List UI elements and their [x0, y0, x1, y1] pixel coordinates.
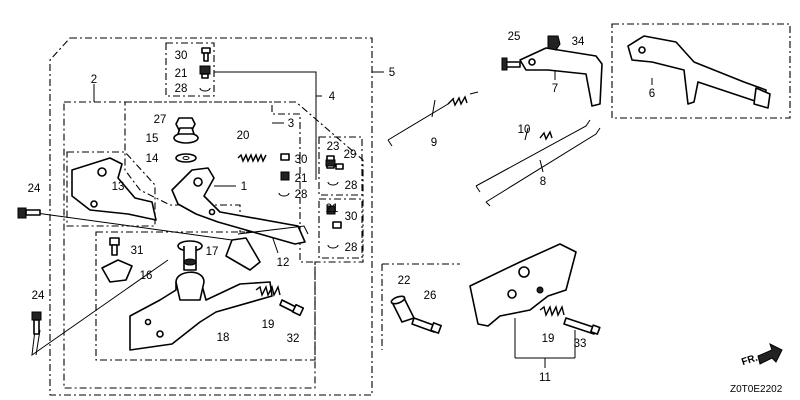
part-7-bracket — [519, 47, 603, 107]
callout-9: 9 — [431, 137, 437, 149]
callout-13: 13 — [112, 181, 125, 193]
callout-10: 10 — [518, 124, 531, 136]
part-24-bolt-lower — [31, 311, 42, 335]
frame-3 — [124, 101, 301, 233]
fasteners-top-group — [199, 47, 211, 92]
callout-24b: 24 — [32, 290, 45, 302]
callout-31: 31 — [131, 245, 144, 257]
callout-28b: 28 — [295, 189, 308, 201]
callout-7: 7 — [552, 83, 558, 95]
part-26-screw — [411, 317, 442, 334]
callout-19a: 19 — [262, 319, 275, 331]
part-31-bolt — [109, 237, 120, 256]
callout-32: 32 — [287, 333, 300, 345]
callout-28a: 28 — [175, 83, 188, 95]
callout-30a: 30 — [175, 50, 188, 62]
part-19-spring-a — [255, 284, 281, 298]
part-22-collar — [390, 295, 415, 323]
callout-28d: 28 — [345, 242, 358, 254]
callout-30b: 30 — [295, 154, 308, 166]
part-32-screw — [279, 299, 305, 317]
callout-21c: 21 — [326, 203, 339, 215]
callout-5: 5 — [389, 67, 395, 79]
callout-25: 25 — [508, 31, 521, 43]
callout-16: 16 — [140, 270, 153, 282]
frame-23-group — [318, 136, 363, 196]
callout-20: 20 — [237, 130, 250, 142]
part-19-spring-b — [539, 304, 565, 318]
callout-3: 3 — [288, 118, 294, 130]
callout-33: 33 — [574, 338, 587, 350]
part-11-control-bracket — [469, 243, 577, 327]
part-9-spring-rod — [387, 91, 479, 147]
callout-18: 18 — [217, 332, 230, 344]
callout-27: 27 — [154, 114, 167, 126]
callout-30c: 30 — [345, 211, 358, 223]
callout-1: 1 — [241, 181, 247, 193]
part-16-clip — [101, 259, 133, 283]
callout-29: 29 — [344, 149, 357, 161]
callout-8: 8 — [540, 176, 546, 188]
frame-5 — [49, 37, 373, 396]
part-6-bracket — [627, 35, 771, 109]
frame-4-fasteners — [165, 42, 215, 97]
callout-4: 4 — [329, 91, 336, 103]
direction-arrow — [757, 343, 783, 365]
part-24-bolt-upper — [17, 207, 41, 219]
callout-28c: 28 — [345, 180, 358, 192]
callout-14: 14 — [146, 153, 159, 165]
callout-labels: 1 2 3 4 5 6 7 8 9 10 11 12 13 14 15 16 1… — [28, 31, 656, 384]
part-10-rod — [475, 119, 591, 193]
part-12-rod — [237, 225, 309, 235]
part-13-bracket — [71, 157, 157, 221]
fasteners-right-group — [278, 153, 344, 249]
callout-12: 12 — [277, 257, 290, 269]
frame-6 — [611, 23, 791, 119]
part-17-pivot — [177, 240, 203, 271]
part-25-bolt — [501, 57, 521, 71]
callout-24a: 24 — [28, 183, 41, 195]
part-18-base-plate — [129, 237, 273, 351]
callout-2: 2 — [91, 74, 97, 86]
leader-lines — [31, 68, 653, 368]
frame-2 — [63, 101, 364, 389]
callout-22: 22 — [398, 275, 411, 287]
part-14-washer — [175, 153, 197, 163]
part-34-nut — [547, 35, 561, 51]
callout-26: 26 — [424, 290, 437, 302]
direction-label: FR. — [740, 353, 759, 369]
part-20-spring — [237, 153, 267, 163]
callout-21a: 21 — [175, 68, 188, 80]
part-33-screw — [563, 317, 601, 335]
frame-18 — [95, 231, 316, 361]
callout-19b: 19 — [542, 333, 555, 345]
callout-23: 23 — [327, 141, 340, 153]
diagram-code: Z0T0E2202 — [730, 384, 783, 395]
callout-21b: 21 — [295, 173, 308, 185]
callout-11: 11 — [539, 372, 551, 384]
part-1-lever — [171, 167, 306, 245]
part-15-cap — [173, 127, 199, 144]
part-8-rod — [485, 127, 601, 207]
frame-21-group — [318, 198, 363, 259]
group-frames — [49, 23, 791, 396]
callout-15: 15 — [146, 133, 159, 145]
callout-34: 34 — [572, 36, 585, 48]
frame-13 — [66, 151, 156, 227]
callout-17: 17 — [206, 246, 219, 258]
callout-6: 6 — [649, 88, 655, 100]
